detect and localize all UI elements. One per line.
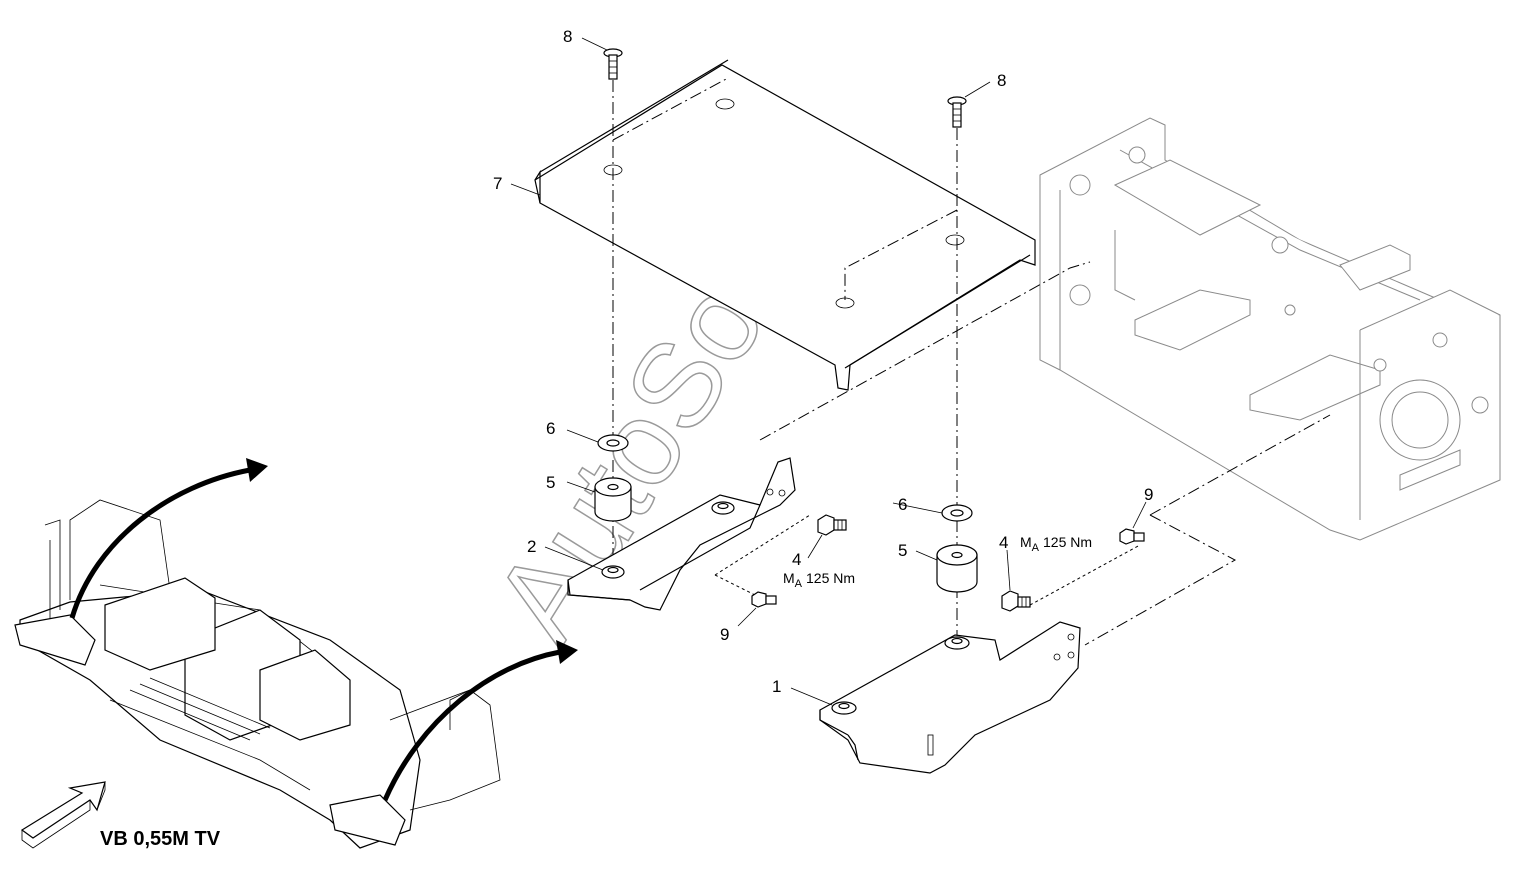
callout-1: 1 [772, 677, 781, 696]
callout-9-right: 9 [1144, 485, 1153, 504]
cover-plate [534, 59, 1036, 391]
footplate-left [14, 614, 96, 666]
callout-2: 2 [527, 537, 536, 556]
bolt-4-right [1001, 590, 1031, 612]
machine-overview [14, 499, 501, 849]
callout-9-left: 9 [720, 625, 729, 644]
bolt-4-left [817, 514, 847, 536]
leader-lines [510, 37, 1147, 706]
callout-4-left: 4 [792, 550, 801, 569]
callout-4-right: 4 [999, 533, 1008, 552]
machine-caption: VB 0,55M TV [100, 828, 221, 850]
callout-5-left: 5 [546, 473, 555, 492]
washer-6-right [941, 504, 973, 522]
pointer-arrows [69, 458, 578, 802]
callout-8-left: 8 [563, 27, 572, 46]
callout-8-right: 8 [997, 71, 1006, 90]
callout-5-right: 5 [898, 541, 907, 560]
bracket-1 [819, 621, 1081, 774]
screw-9-right [1119, 528, 1145, 545]
screw-8-right [947, 96, 967, 128]
footplate-right [329, 794, 406, 846]
rubber-mount-5-left [594, 477, 632, 522]
callout-6-left: 6 [546, 419, 555, 438]
callout-6-right: 6 [898, 495, 907, 514]
callout-7: 7 [493, 174, 502, 193]
screw-9-left [751, 591, 777, 608]
rubber-mount-5-right [936, 544, 978, 593]
direction-arrow [20, 781, 106, 849]
machine-frame [1039, 117, 1501, 541]
assembly-centerlines [612, 77, 1331, 646]
bracket-2 [567, 457, 796, 611]
screw-8-left [603, 48, 623, 80]
washer-6-left [597, 434, 629, 452]
